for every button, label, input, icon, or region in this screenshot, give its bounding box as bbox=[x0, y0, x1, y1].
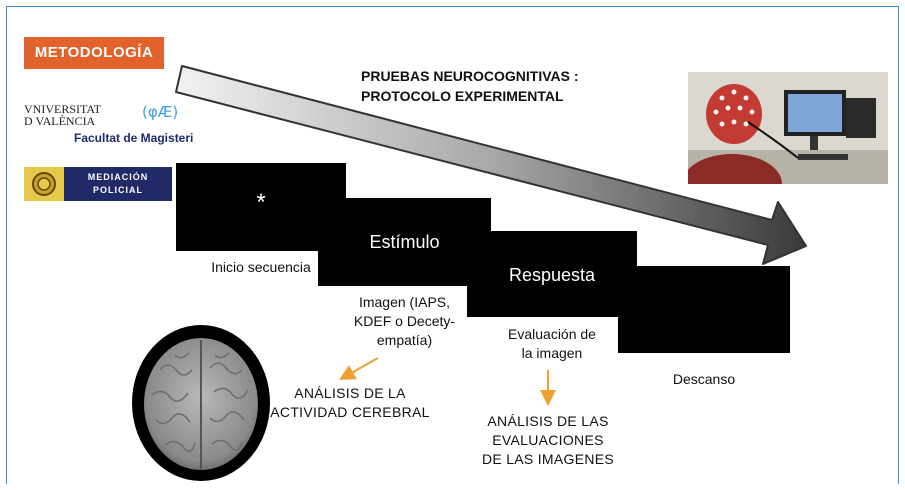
slide-frame bbox=[6, 6, 899, 484]
seal-icon bbox=[24, 167, 64, 201]
mediacion-policial-label: MEDIACIÓN POLICIAL bbox=[64, 167, 172, 201]
stimulus-caption-line-2: KDEF o Decety- bbox=[353, 313, 456, 329]
response-caption-line-2: la imagen bbox=[521, 345, 583, 361]
step-caption-response: Evaluación de la imagen bbox=[467, 325, 637, 363]
mediacion-policial-logo: MEDIACIÓN POLICIAL bbox=[24, 167, 172, 201]
step-screen-stimulus: Estímulo bbox=[318, 198, 491, 286]
response-label: Respuesta bbox=[508, 265, 596, 285]
stimulus-caption-line-3: empatía) bbox=[376, 332, 433, 348]
university-name-line-2: D VALÈNCIA bbox=[24, 114, 96, 128]
title-line-1: PRUEBAS NEUROCOGNITIVAS : bbox=[361, 68, 579, 84]
step-screen-rest bbox=[618, 266, 790, 353]
stimulus-label: Estímulo bbox=[369, 232, 440, 252]
section-badge: METODOLOGÍA bbox=[24, 37, 164, 69]
university-logo: VNIVERSITAT D VALÈNCIA (φÆ) Facultat de … bbox=[24, 103, 224, 149]
faculty-symbol: (φÆ) bbox=[142, 103, 179, 121]
evaluation-analysis-label: ANÁLISIS DE LAS EVALUACIONES DE LAS IMAG… bbox=[460, 412, 636, 469]
step-caption-stimulus: Imagen (IAPS, KDEF o Decety- empatía) bbox=[318, 293, 491, 350]
step-screen-response: Respuesta bbox=[467, 231, 637, 317]
asterisk-mark: * bbox=[256, 189, 266, 216]
step-screen-start: * bbox=[176, 163, 346, 251]
step-caption-start: Inicio secuencia bbox=[211, 259, 311, 275]
brain-connector-arrow bbox=[339, 357, 379, 380]
stimulus-caption-line-1: Imagen (IAPS, bbox=[358, 294, 451, 310]
step-caption-rest: Descanso bbox=[672, 371, 736, 387]
brain-analysis-line-2: ACTIVIDAD CEREBRAL bbox=[270, 404, 430, 420]
university-name: VNIVERSITAT D VALÈNCIA bbox=[24, 103, 101, 127]
brain-analysis-line-1: ANÁLISIS DE LA bbox=[294, 385, 406, 401]
response-caption-line-1: Evaluación de bbox=[508, 326, 596, 342]
faculty-name: Facultat de Magisteri bbox=[74, 131, 194, 145]
page-title: PRUEBAS NEUROCOGNITIVAS : PROTOCOLO EXPE… bbox=[361, 66, 579, 106]
brain-analysis-label: ANÁLISIS DE LA ACTIVIDAD CEREBRAL bbox=[255, 384, 445, 422]
eval-analysis-line-3: DE LAS IMAGENES bbox=[481, 451, 615, 467]
eval-analysis-line-2: EVALUACIONES bbox=[492, 432, 604, 448]
eval-analysis-line-1: ANÁLISIS DE LAS bbox=[487, 413, 609, 429]
mp-line-2: POLICIAL bbox=[93, 185, 143, 195]
mp-line-1: MEDIACIÓN bbox=[87, 172, 149, 182]
university-name-line-1: VNIVERSITAT bbox=[24, 102, 102, 116]
title-line-2: PROTOCOLO EXPERIMENTAL bbox=[361, 88, 564, 104]
eeg-lab-photo bbox=[688, 72, 888, 184]
